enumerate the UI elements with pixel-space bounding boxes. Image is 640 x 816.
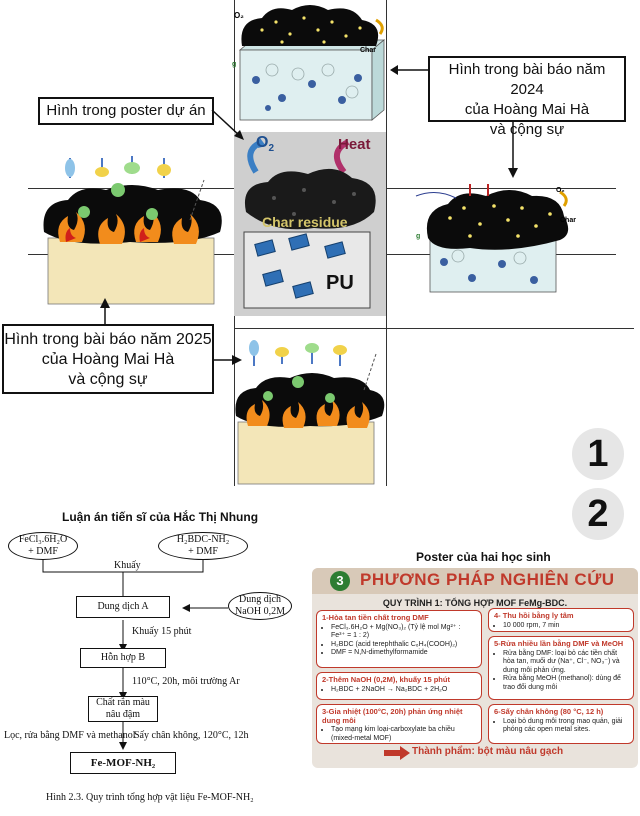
svg-text:Char: Char [560, 217, 576, 224]
flow-input-h2bdc: H₂BDC-NH₂ + DMF [158, 532, 248, 560]
arrow-2024-down [508, 122, 518, 178]
poster-subtitle: QUY TRÌNH 1: TỔNG HỢP MOF FeMg-BDC. [382, 598, 568, 608]
flow-product: Fe-MOF-NH₂ [70, 752, 176, 774]
step6-heading: 6-Sấy chân không (80 °C, 12 h) [494, 707, 604, 716]
flow-label-dry: Sấy chân không, 120°C, 12h [134, 730, 249, 741]
poster-header [312, 568, 638, 594]
flow-label-wash: Lọc, rửa bằng DMF và methanol [4, 730, 136, 741]
poster-step-3: 3-Gia nhiệt (100°C, 20h) phản ứng nhiệt … [316, 704, 482, 744]
flow-solid: Chất rắn màu nâu đậm [88, 696, 158, 722]
label-bai-bao-2024: Hình trong bài báo năm 2024 của Hoàng Ma… [428, 56, 626, 138]
figure-2024-top: O₂ Char g [232, 5, 386, 121]
flow-naoh: Dung dịch NaOH 0,2M [228, 592, 292, 620]
number-badge-1: 1 [572, 428, 624, 480]
luan-an-title: Luận án tiến sĩ của Hắc Thị Nhung [62, 510, 259, 524]
step1-item: DMF = N,N-dimethylformamide [331, 649, 476, 658]
label-2025-line2: của Hoàng Mai Hà [41, 351, 175, 368]
student-poster: 3 PHƯƠNG PHÁP NGHIÊN CỨU QUY TRÌNH 1: TỔ… [312, 568, 638, 768]
label-poster-du-an: Hình trong poster dự án [38, 97, 214, 125]
flow-naoh-line2: NaOH 0,2M [235, 606, 285, 617]
flow-naoh-line1: Dung dịch [239, 594, 281, 605]
poster-center-heat-label: Heat [338, 136, 371, 153]
poster-step-1: 1-Hòa tan tiền chất trong DMF FeCl₃.6H₂O… [316, 610, 482, 668]
step2-item: H₂BDC + 2NaOH → Na₂BDC + 2H₂O [331, 686, 476, 695]
step1-item: H₂BDC (acid terephthalic C₆H₄(COOH)₂) [331, 641, 476, 650]
label-2024-line2: của Hoàng Mai Hà [464, 101, 590, 118]
arrow-2025-right [214, 355, 242, 365]
poster-step-2: 2-Thêm NaOH (0,2M), khuấy 15 phút H₂BDC … [316, 672, 482, 700]
label-bai-bao-2025: Hình trong bài báo năm 2025 của Hoàng Ma… [2, 324, 214, 394]
flow-label-stir15: Khuấy 15 phút [132, 626, 192, 637]
flow-solid-line1: Chất rắn màu [96, 697, 150, 708]
step1-heading: 1-Hòa tan tiền chất trong DMF [322, 613, 429, 622]
poster-center-pu-label: PU [326, 272, 354, 294]
step5-heading: 5-Rửa nhiều lần bằng DMF và MeOH [494, 639, 624, 648]
flow-input1-line2: + DMF [28, 546, 58, 557]
figure-2025-bottom [235, 340, 385, 485]
flow-input-fecl3: FeCl₃.6H₂O + DMF [8, 532, 78, 560]
poster-step-4: 4- Thu hồi bằng ly tâm 10 000 rpm, 7 min [488, 608, 634, 632]
o2-subscript: 2 [268, 143, 275, 155]
step6-item: Loại bỏ dung môi trong mao quản, giải ph… [503, 718, 628, 735]
number-badge-2: 2 [572, 488, 624, 540]
poster-product-arrow [384, 746, 410, 760]
step4-item: 10 000 rpm, 7 min [503, 622, 628, 631]
svg-text:g: g [232, 61, 236, 68]
arrow-poster-du-an [211, 109, 244, 140]
figure-2025-left [43, 156, 222, 305]
flow-caption: Hình 2.3. Quy trình tổng hợp vật liệu Fe… [46, 792, 254, 803]
arrow-2025-up [100, 298, 110, 326]
flow-input1-line1: FeCl₃.6H₂O [18, 534, 68, 545]
step5-item: Rửa bằng MeOH (methanol): dùng để trao đ… [503, 675, 628, 692]
flow-solid-line2: nâu đậm [105, 709, 141, 720]
frame-line-right [386, 0, 387, 486]
arrow-2024-left [390, 65, 428, 75]
label-2025-line1: Hình trong bài báo năm 2025 [4, 331, 212, 348]
o2-text: O [256, 134, 269, 151]
flow-label-conditions: 110°C, 20h, môi trường Ar [132, 676, 240, 687]
step3-item: Tạo mạng kim loại-carboxylate ba chiều (… [331, 726, 476, 743]
svg-text:g: g [416, 233, 420, 240]
flow-label-stir: Khuấy [114, 560, 141, 571]
poster-hoc-sinh-title: Poster của hai học sinh [416, 550, 551, 564]
step4-heading: 4- Thu hồi bằng ly tâm [494, 611, 574, 620]
figure-poster-center [234, 132, 386, 316]
label-2024-line3: và cộng sự [489, 121, 565, 138]
flow-solution-a: Dung dịch A [76, 596, 170, 618]
step2-heading: 2-Thêm NaOH (0,2M), khuấy 15 phút [322, 675, 450, 684]
figure-2024-right: O₂ Char g [415, 184, 576, 293]
label-2024-line1: Hình trong bài báo năm 2024 [448, 61, 606, 98]
flow-input2-line2: + DMF [188, 546, 218, 557]
guide-line-lower [234, 328, 634, 329]
flow-input2-line1: H₂BDC-NH₂ [176, 534, 230, 545]
poster-step-6: 6-Sấy chân không (80 °C, 12 h) Loại bỏ d… [488, 704, 634, 744]
label-2025-line3: và cộng sự [68, 371, 148, 388]
step1-item: FeCl₃.6H₂O + Mg(NO₃)₂ (Tỷ lệ mol Mg²⁺ : … [331, 624, 476, 641]
svg-text:Char: Char [360, 47, 376, 54]
svg-text:O₂: O₂ [234, 11, 244, 20]
poster-center-o2-label: O2 [256, 134, 274, 154]
poster-center-char-residue-label: Char residue [262, 214, 348, 230]
poster-section-title: PHƯƠNG PHÁP NGHIÊN CỨU [360, 570, 615, 589]
svg-text:O₂: O₂ [556, 187, 565, 194]
flow-mixture-b: Hỗn hợp B [80, 648, 166, 668]
poster-step-5: 5-Rửa nhiều lần bằng DMF và MeOH Rửa bằn… [488, 636, 634, 700]
step5-item: Rửa bằng DMF: loại bỏ các tiền chất hòa … [503, 650, 628, 676]
step3-heading: 3-Gia nhiệt (100°C, 20h) phản ứng nhiệt … [322, 707, 463, 725]
poster-section-number: 3 [330, 571, 350, 591]
poster-product: Thành phẩm: bột màu nâu gạch [412, 746, 564, 757]
